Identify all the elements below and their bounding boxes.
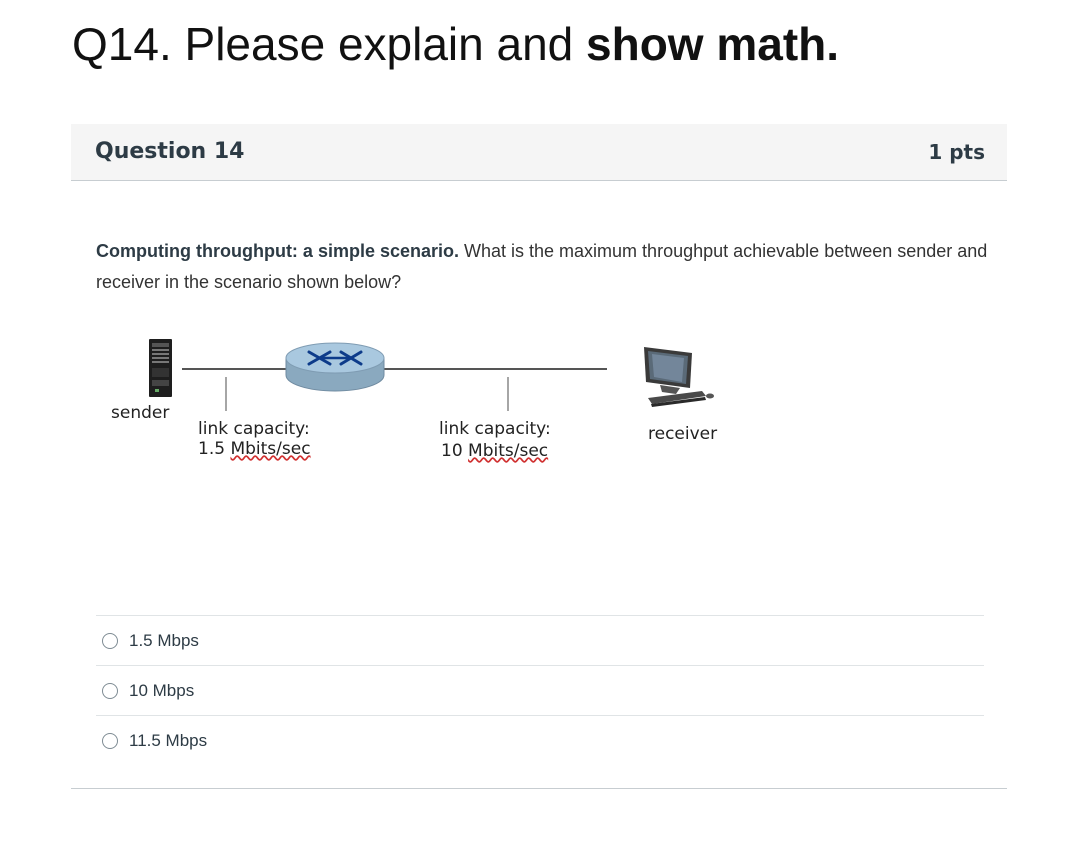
radio-button[interactable] <box>102 632 118 649</box>
link2-capacity-label: link capacity: <box>439 419 551 439</box>
question-header: Question 14 1 pts <box>71 124 1007 181</box>
answer-label[interactable]: 11.5 Mbps <box>129 730 208 750</box>
router-icon <box>285 342 385 392</box>
computer-icon <box>644 347 714 407</box>
sender-label: sender <box>111 403 170 423</box>
heading-bold: show math. <box>586 18 840 70</box>
link1-value: 1.5 <box>198 439 231 459</box>
question-points: 1 pts <box>928 140 985 164</box>
answer-list: 1.5 Mbps 10 Mbps 11.5 Mbps <box>96 615 984 765</box>
page-heading: Q14. Please explain and show math. <box>72 14 839 74</box>
question-footer-divider <box>71 788 1007 789</box>
answer-option[interactable]: 10 Mbps <box>96 665 984 715</box>
server-icon <box>149 339 172 397</box>
question-title: Question 14 <box>95 139 245 164</box>
link1-capacity-value: 1.5 Mbits/sec <box>198 439 311 459</box>
question-text-rest: What is the maximum throughput achievabl… <box>96 241 988 292</box>
question-text: Computing throughput: a simple scenario.… <box>96 236 996 298</box>
link1-capacity-label: link capacity: <box>198 419 310 439</box>
link2-value: 10 <box>441 441 469 461</box>
link1-unit: Mbits/sec <box>230 439 311 459</box>
answer-option[interactable]: 1.5 Mbps <box>96 615 984 665</box>
answer-label[interactable]: 10 Mbps <box>129 680 195 700</box>
receiver-label: receiver <box>648 424 718 444</box>
answer-option[interactable]: 11.5 Mbps <box>96 715 984 765</box>
radio-button[interactable] <box>102 732 118 749</box>
answer-label[interactable]: 1.5 Mbps <box>129 630 199 650</box>
radio-button[interactable] <box>102 682 118 699</box>
link2-capacity-value: 10 Mbits/sec <box>441 441 548 461</box>
question-text-bold: Computing throughput: a simple scenario. <box>96 241 460 261</box>
heading-prefix: Q14. Please explain and <box>72 18 587 70</box>
link2-unit: Mbits/sec <box>468 441 549 461</box>
